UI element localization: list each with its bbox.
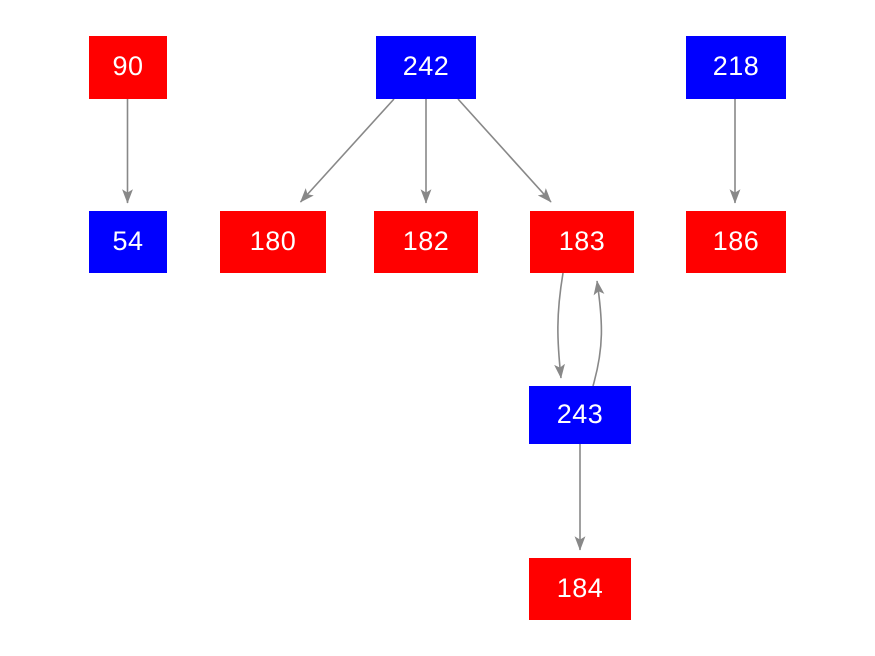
node-label: 54 — [112, 225, 144, 256]
node-label: 90 — [112, 51, 144, 81]
graph-node-90[interactable]: 90 — [89, 36, 167, 99]
edge-243-to-183 — [592, 280, 605, 387]
edge-242-to-183 — [457, 98, 552, 203]
graph-node-183[interactable]: 183 — [530, 211, 634, 273]
node-label: 183 — [558, 225, 606, 256]
node-label: 180 — [249, 225, 297, 256]
edge-183-to-243 — [554, 272, 565, 379]
graph-node-180[interactable]: 180 — [220, 211, 326, 273]
graph-node-184[interactable]: 184 — [529, 558, 631, 620]
node-label: 218 — [712, 51, 760, 81]
node-label: 242 — [402, 51, 450, 81]
graph-node-182[interactable]: 182 — [374, 211, 478, 273]
graph-node-242[interactable]: 242 — [376, 36, 476, 99]
graph-node-54[interactable]: 54 — [89, 211, 167, 273]
graph-node-243[interactable]: 243 — [529, 386, 631, 444]
node-label: 186 — [712, 225, 760, 256]
node-label: 184 — [556, 572, 604, 603]
edge-242-to-180 — [299, 98, 395, 203]
node-label: 182 — [402, 225, 450, 256]
graph-node-186[interactable]: 186 — [686, 211, 786, 273]
graph-node-218[interactable]: 218 — [686, 36, 786, 99]
node-label: 243 — [556, 398, 604, 429]
